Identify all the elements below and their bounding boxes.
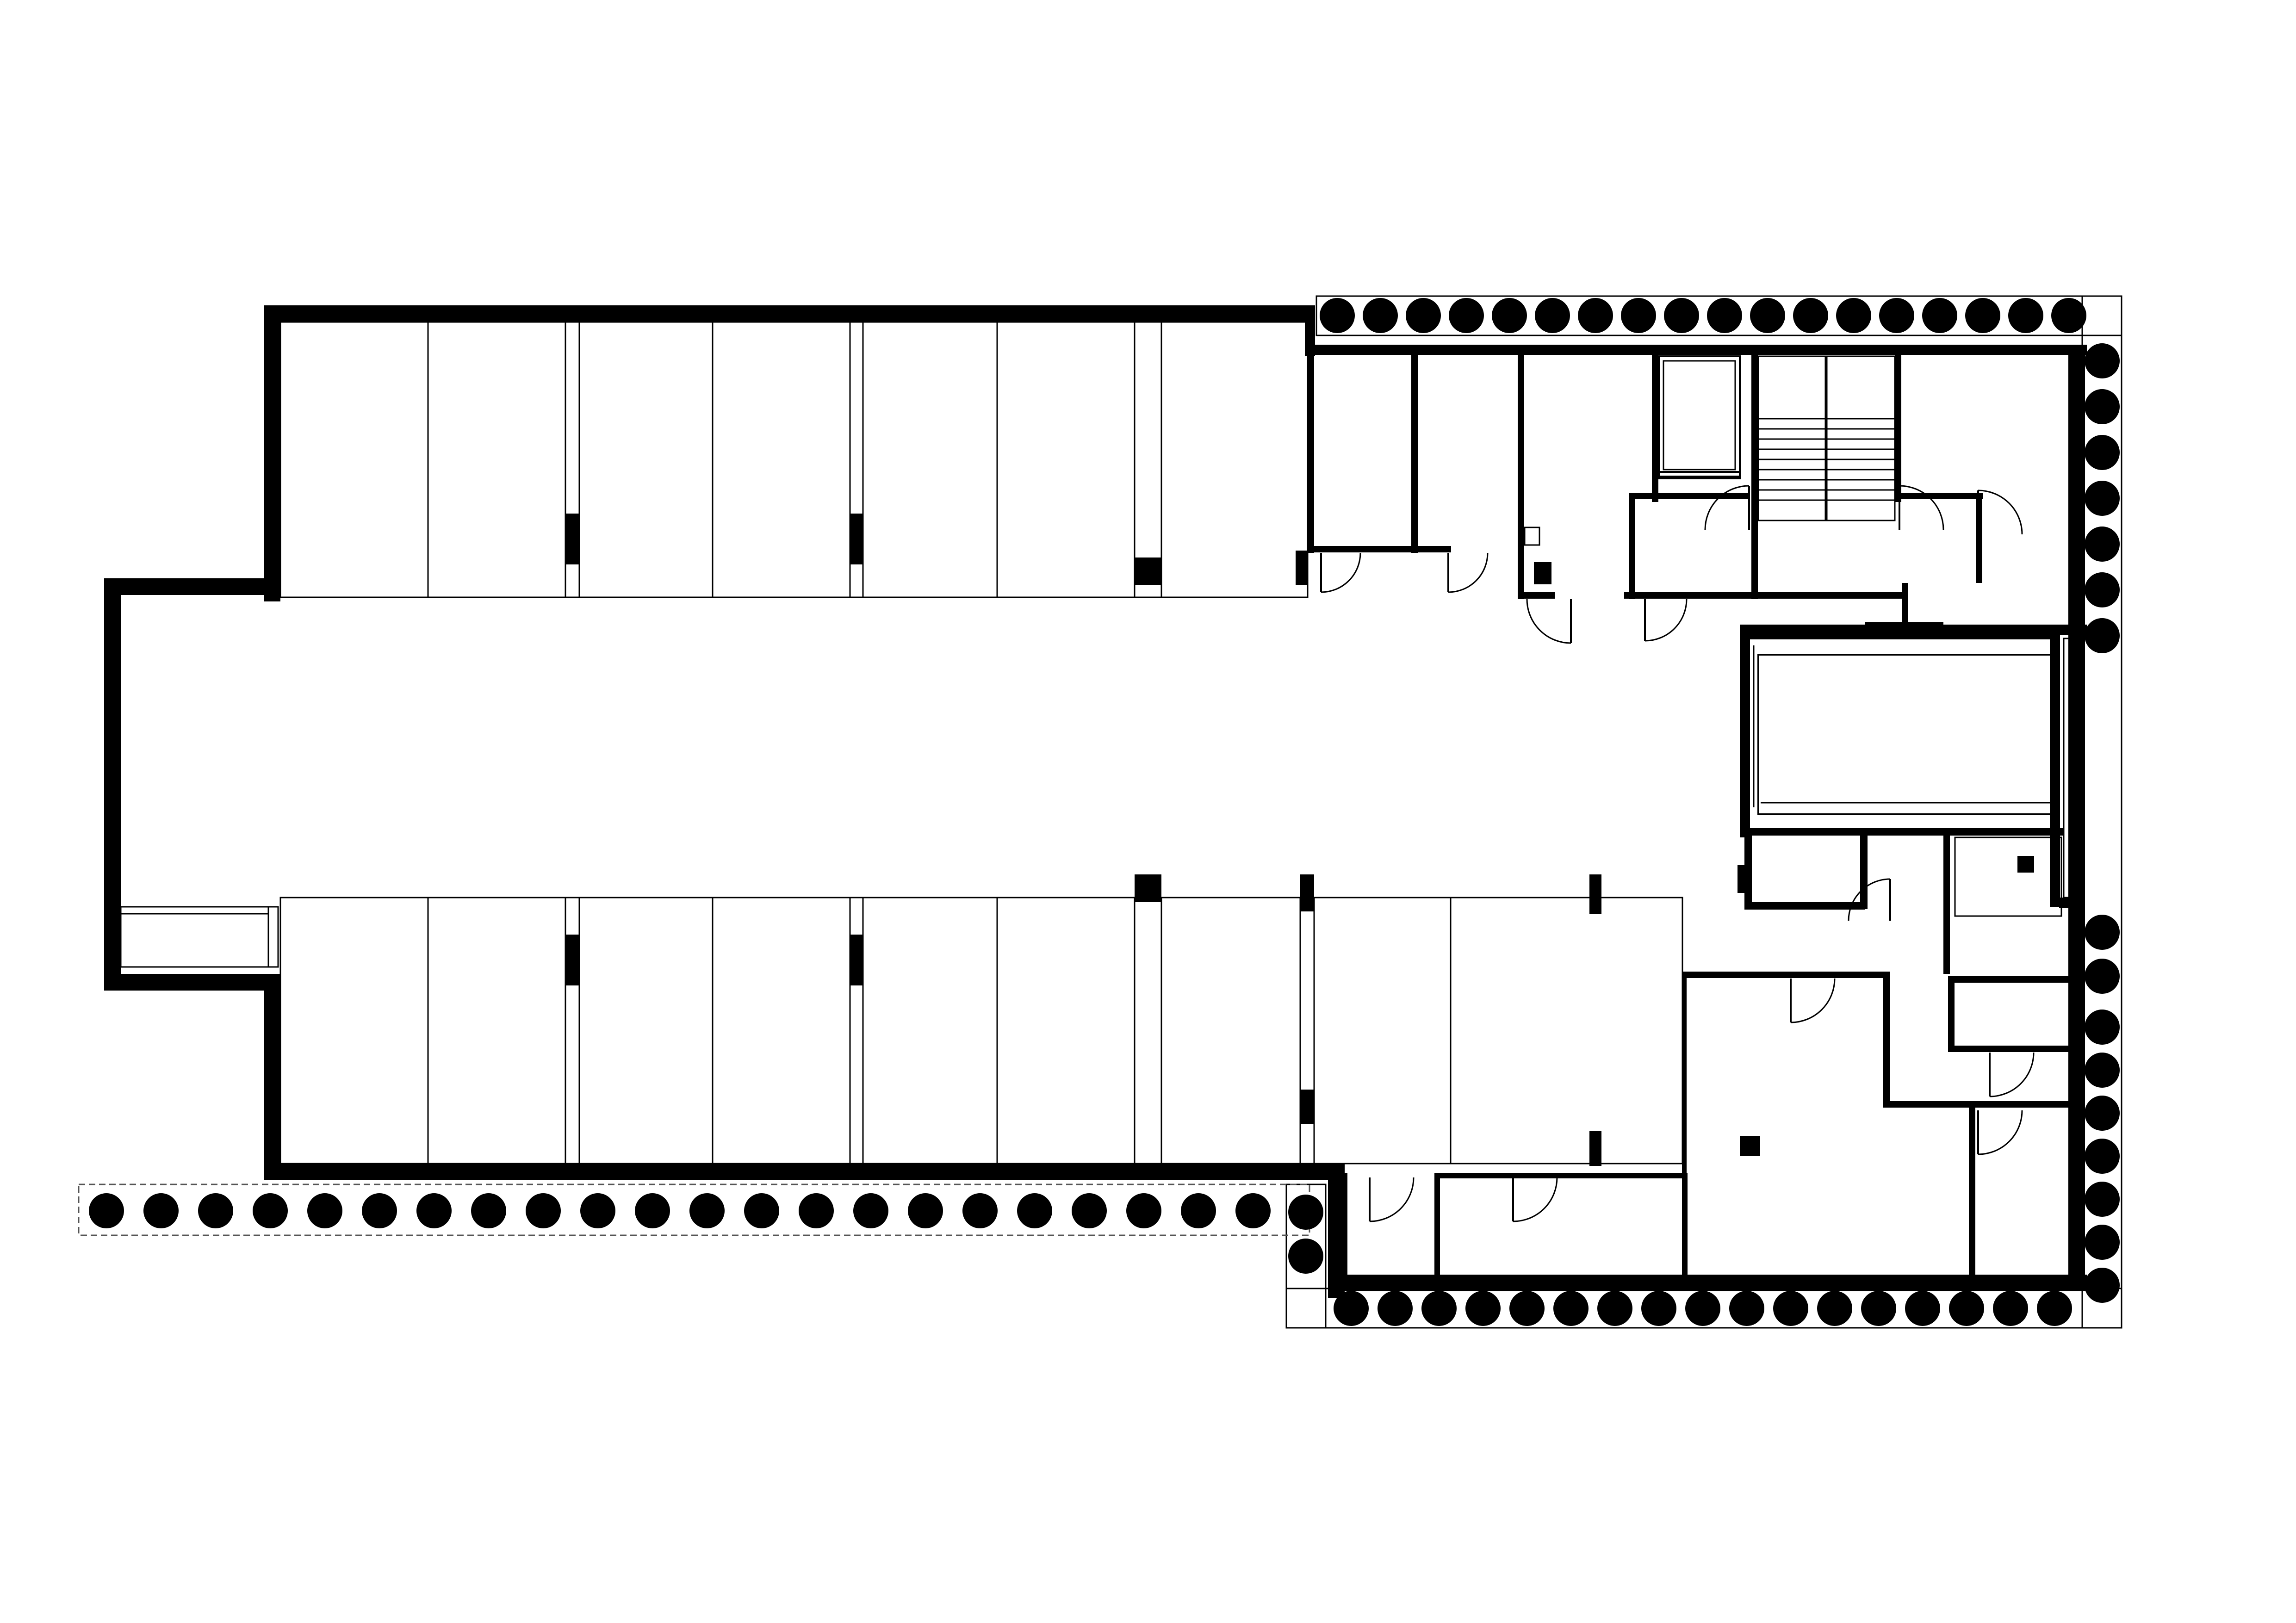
pile-icon bbox=[1378, 1291, 1413, 1326]
pile-icon bbox=[2051, 298, 2086, 333]
pile-icon bbox=[2008, 298, 2043, 333]
pile-icon bbox=[2085, 343, 2120, 378]
pile-icon bbox=[1773, 1291, 1808, 1326]
pile-icon bbox=[1181, 1193, 1216, 1228]
pile-icon bbox=[1553, 1291, 1589, 1326]
pile-icon bbox=[2085, 1139, 2120, 1174]
pile-icon bbox=[1449, 298, 1484, 333]
pile-icon bbox=[1664, 298, 1699, 333]
pile-icon bbox=[1879, 298, 1914, 333]
pile-icon bbox=[1817, 1291, 1852, 1326]
pile-icon bbox=[89, 1193, 124, 1228]
piles bbox=[89, 298, 2120, 1326]
pile-icon bbox=[744, 1193, 779, 1228]
door-swing-icon bbox=[1644, 599, 1688, 642]
pile-icon bbox=[1597, 1291, 1632, 1326]
parking-north bbox=[279, 321, 1309, 598]
service-rooms-north bbox=[1308, 349, 1983, 627]
door-swing-icon bbox=[1369, 1177, 1415, 1222]
pile-icon bbox=[1363, 298, 1398, 333]
door-swing-icon bbox=[1526, 599, 1572, 644]
pile-icon bbox=[526, 1193, 561, 1228]
door-swing-icon bbox=[1977, 1110, 2023, 1155]
pile-icon bbox=[2037, 1291, 2072, 1326]
pile-icon bbox=[1017, 1193, 1052, 1228]
pile-icon bbox=[1836, 298, 1871, 333]
pile-icon bbox=[853, 1193, 888, 1228]
pile-icon bbox=[1707, 298, 1742, 333]
pile-icon bbox=[1861, 1291, 1896, 1326]
pile-icon bbox=[1288, 1195, 1323, 1230]
pile-icon bbox=[2085, 618, 2120, 653]
pile-icon bbox=[1965, 298, 2000, 333]
pile-icon bbox=[2085, 1225, 2120, 1260]
door-swing-icon bbox=[1977, 489, 2023, 535]
pile-icon bbox=[1535, 298, 1570, 333]
pile-icon bbox=[1334, 1291, 1369, 1326]
pile-icon bbox=[1641, 1291, 1676, 1326]
door-swing-icon bbox=[1447, 552, 1489, 593]
pile-icon bbox=[1993, 1291, 2028, 1326]
door-swing-icon bbox=[1899, 485, 1944, 530]
pile-icon bbox=[1492, 298, 1527, 333]
pile-icon bbox=[1406, 298, 1441, 333]
stair-icon bbox=[1757, 355, 1896, 521]
pile-icon bbox=[580, 1193, 615, 1228]
pile-icon bbox=[1793, 298, 1828, 333]
pile-icon bbox=[962, 1193, 998, 1228]
pile-icon bbox=[1578, 298, 1613, 333]
vent-grilles bbox=[2072, 638, 2083, 889]
door-swing-icon bbox=[1320, 552, 1361, 593]
pile-icon bbox=[1320, 298, 1355, 333]
pile-icon bbox=[908, 1193, 943, 1228]
pile-icon bbox=[1509, 1291, 1545, 1326]
pile-icon bbox=[307, 1193, 342, 1228]
pile-icon bbox=[1621, 298, 1656, 333]
pile-icon bbox=[362, 1193, 397, 1228]
parking-south bbox=[120, 874, 1683, 1166]
door-swing-icon bbox=[1512, 1177, 1558, 1222]
pile-icon bbox=[143, 1193, 179, 1228]
pile-icon bbox=[2085, 435, 2120, 470]
pile-icon bbox=[1235, 1193, 1271, 1228]
pile-icon bbox=[253, 1193, 288, 1228]
pile-icon bbox=[2085, 481, 2120, 516]
pile-icon bbox=[1288, 1239, 1323, 1274]
service-rooms-south bbox=[1342, 830, 2068, 1279]
door-swing-icon bbox=[1704, 485, 1750, 530]
pile-icon bbox=[635, 1193, 670, 1228]
pile-icon bbox=[799, 1193, 834, 1228]
pile-icon bbox=[2085, 572, 2120, 607]
outer-walls bbox=[104, 305, 2087, 1298]
door-swing-icon bbox=[1320, 485, 2035, 1222]
pile-icon bbox=[2085, 1268, 2120, 1303]
pile-icon bbox=[2085, 1096, 2120, 1131]
pile-icon bbox=[416, 1193, 452, 1228]
pile-icon bbox=[1126, 1193, 1161, 1228]
pile-icon bbox=[2085, 389, 2120, 424]
pile-icon bbox=[1421, 1291, 1457, 1326]
pile-icon bbox=[2085, 1010, 2120, 1045]
pile-icon bbox=[198, 1193, 233, 1228]
pile-icon bbox=[1922, 298, 1957, 333]
pile-icon bbox=[471, 1193, 506, 1228]
pile-icon bbox=[1905, 1291, 1940, 1326]
pile-icon bbox=[1072, 1193, 1107, 1228]
pile-icon bbox=[2085, 1182, 2120, 1217]
pile-icon bbox=[2085, 1053, 2120, 1088]
pile-icon bbox=[1949, 1291, 1984, 1326]
door-swing-icon bbox=[1848, 878, 1891, 921]
pile-icon bbox=[689, 1193, 725, 1228]
pile-icon bbox=[1729, 1291, 1764, 1326]
door-swing-icon bbox=[1790, 978, 1836, 1023]
plant-room bbox=[1740, 622, 2083, 907]
pile-icon bbox=[2085, 959, 2120, 994]
door-swing-icon bbox=[1989, 1052, 2035, 1097]
pile-icon bbox=[2085, 915, 2120, 950]
pile-icon bbox=[1465, 1291, 1501, 1326]
pile-icon bbox=[1685, 1291, 1720, 1326]
pile-icon bbox=[1750, 298, 1785, 333]
pile-icon bbox=[2085, 527, 2120, 562]
